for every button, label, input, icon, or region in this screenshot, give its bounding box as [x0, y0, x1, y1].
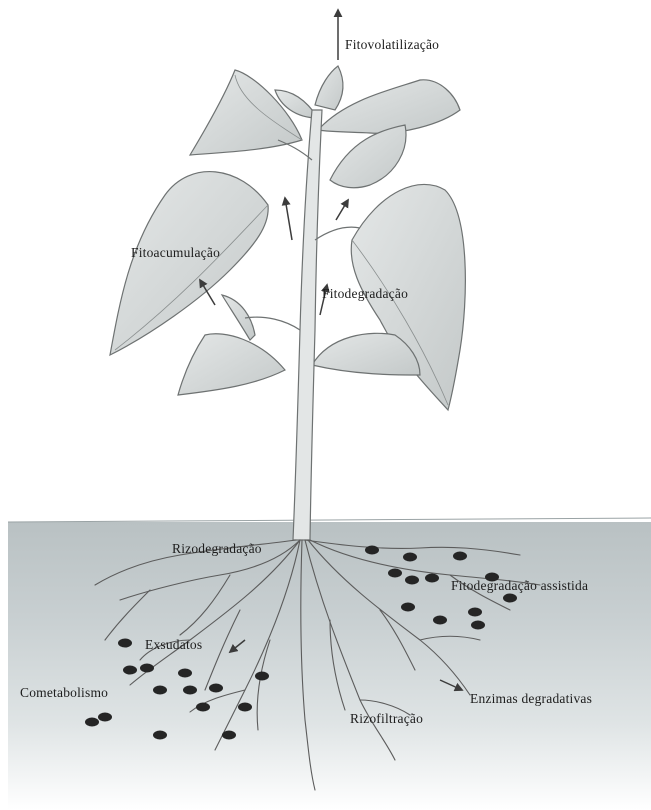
label-fitodegradacao-assistida: Fitodegradação assistida	[451, 578, 588, 594]
label-rizodegradacao: Rizodegradação	[172, 541, 262, 557]
label-fitovolatilizacao: Fitovolatilização	[345, 37, 439, 53]
label-cometabolismo: Cometabolismo	[20, 685, 108, 701]
label-fitodegradacao: Fitodegradação	[322, 286, 408, 302]
label-rizofiltracao: Rizofiltração	[350, 711, 423, 727]
arrow-fitoacumulacao-1	[285, 198, 292, 240]
label-enzimas-degradativas: Enzimas degradativas	[470, 691, 592, 707]
soil	[8, 518, 651, 810]
label-fitoacumulacao: Fitoacumulação	[131, 245, 220, 261]
arrow-fitodegradacao-1	[336, 200, 348, 220]
leaves	[110, 66, 465, 410]
label-exsudatos: Exsudatos	[145, 637, 202, 653]
